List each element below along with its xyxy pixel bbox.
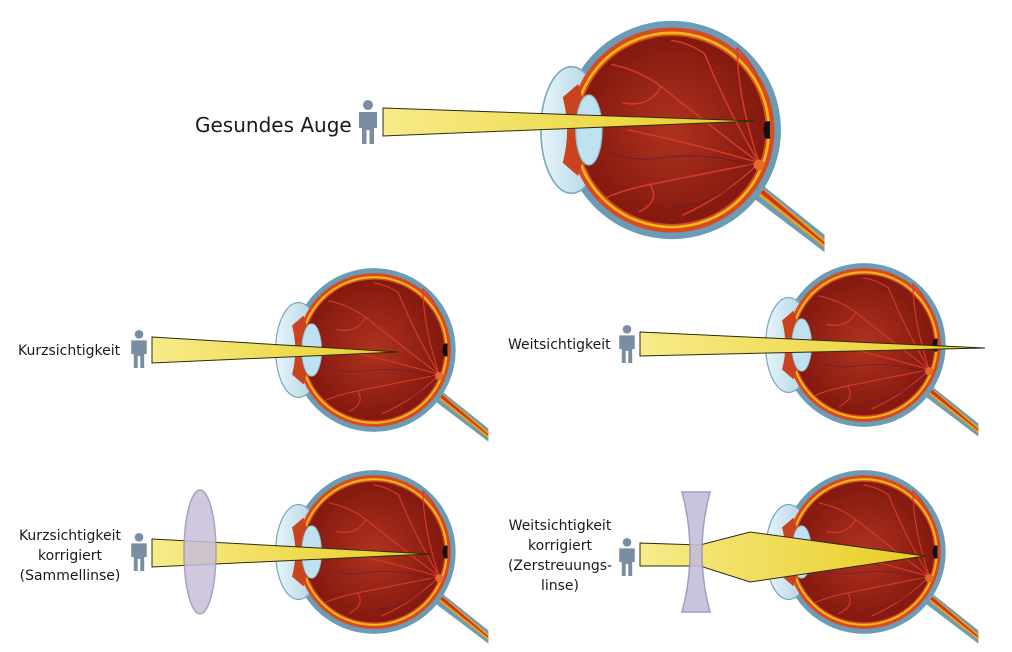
healthy-eye-group: Gesundes Auge [195, 19, 827, 254]
hyperopia-group: Weitsichtigkeit [508, 262, 986, 438]
person-icon [131, 533, 147, 571]
light-ray [382, 107, 756, 137]
hyperopia-corrected-label-line2: korrigiert [528, 538, 592, 554]
light-ray [151, 336, 399, 364]
hyperopia-corrected-label-line1: Weitsichtigkeit [509, 518, 612, 534]
hyperopia-label: Weitsichtigkeit [508, 337, 611, 353]
light-ray [151, 538, 431, 568]
person-icon [619, 325, 635, 363]
eye-icon [539, 19, 827, 254]
myopia-group: Kurzsichtigkeit [18, 267, 490, 443]
myopia-corrected-group: Kurzsichtigkeit korrigiert (Sammellinse) [19, 469, 490, 645]
healthy-label: Gesundes Auge [195, 113, 352, 137]
person-icon [359, 100, 377, 144]
myopia-corrected-label-line1: Kurzsichtigkeit [19, 528, 122, 544]
myopia-corrected-label-line2: korrigiert [38, 548, 102, 564]
myopia-label: Kurzsichtigkeit [18, 343, 121, 359]
hyperopia-corrected-label-line4: linse) [541, 578, 579, 594]
person-icon [619, 538, 635, 576]
hyperopia-corrected-group: Weitsichtigkeit korrigiert (Zerstreuungs… [508, 469, 980, 645]
light-ray [639, 531, 926, 583]
person-icon [131, 330, 147, 368]
myopia-corrected-label-line3: (Sammellinse) [20, 568, 121, 584]
light-ray [639, 331, 986, 357]
hyperopia-corrected-label-line3: (Zerstreuungs- [508, 558, 612, 574]
convex-lens-icon [183, 489, 217, 615]
concave-lens-icon [681, 491, 711, 613]
